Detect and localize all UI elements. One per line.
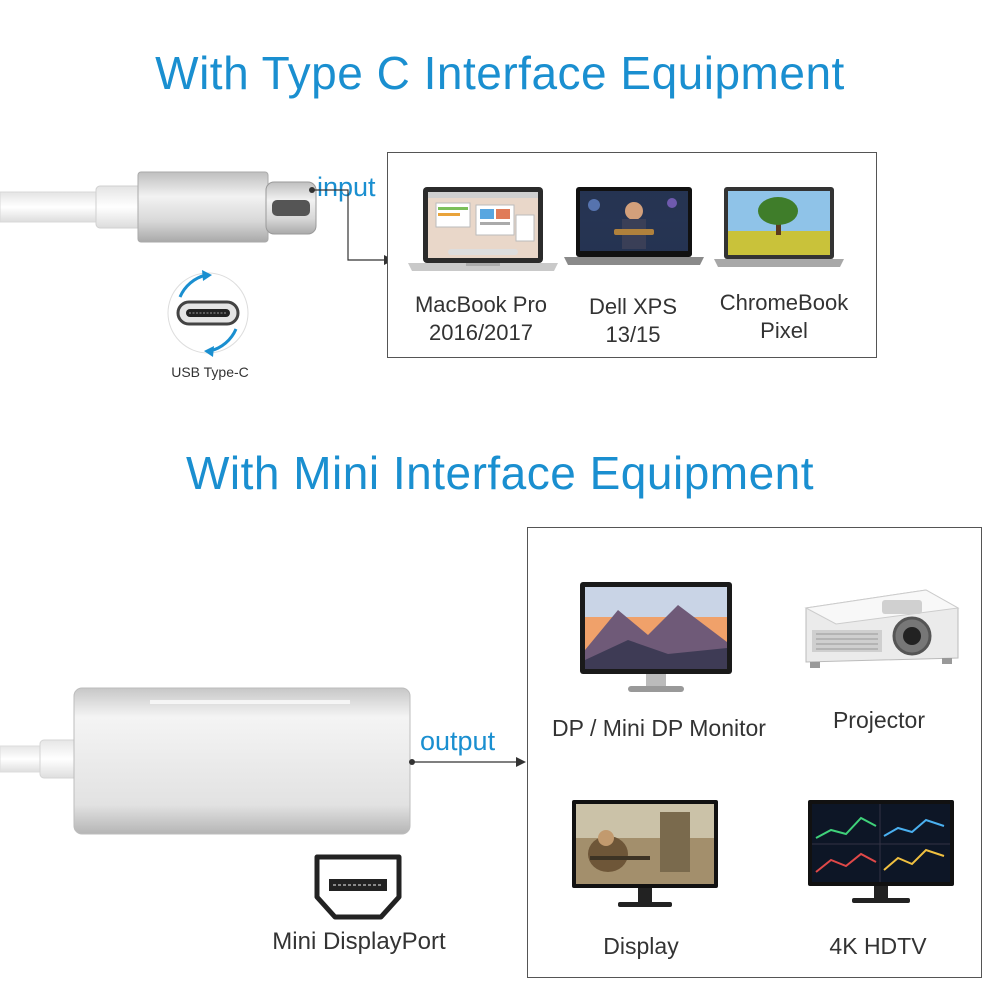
typec-section-title: With Type C Interface Equipment	[155, 47, 845, 99]
usb-c-cable-illustration	[0, 171, 317, 243]
mini-dp-adapter-illustration	[0, 687, 411, 835]
4k-hdtv-caption: 4K HDTV	[829, 933, 927, 959]
usb-c-port-icon	[167, 270, 249, 357]
projector-image	[804, 589, 960, 668]
mini-displayport-icon	[314, 854, 402, 920]
dell-xps-caption: Dell XPS 13/15	[588, 294, 678, 347]
display-caption: Display	[603, 933, 679, 959]
dp-monitor-caption: DP / Mini DP Monitor	[552, 715, 766, 741]
mini-devices-box: DP / Mini DP Monitor Projector Display 4…	[527, 527, 982, 978]
output-connector-line	[409, 757, 526, 767]
usb-c-port-label: USB Type-C	[171, 364, 249, 380]
chromebook-pixel-caption: ChromeBook Pixel	[719, 290, 849, 343]
mini-displayport-label: Mini DisplayPort	[272, 928, 446, 955]
projector-caption: Projector	[832, 707, 926, 733]
4k-hdtv-image	[808, 800, 954, 903]
chromebook-pixel-laptop-image	[714, 187, 844, 267]
input-label: input	[317, 172, 376, 202]
macbook-pro-laptop-image	[408, 187, 558, 271]
display-monitor-image	[572, 800, 718, 907]
macbook-pro-caption: MacBook Pro 2016/2017	[414, 292, 548, 345]
input-connector-line	[309, 187, 394, 265]
dp-monitor-image	[580, 582, 732, 692]
typec-devices-box: MacBook Pro 2016/2017 Dell XPS 13/15 Chr…	[387, 152, 877, 358]
mini-section-title: With Mini Interface Equipment	[185, 447, 815, 499]
dell-xps-laptop-image	[564, 187, 704, 265]
output-label: output	[420, 726, 496, 756]
